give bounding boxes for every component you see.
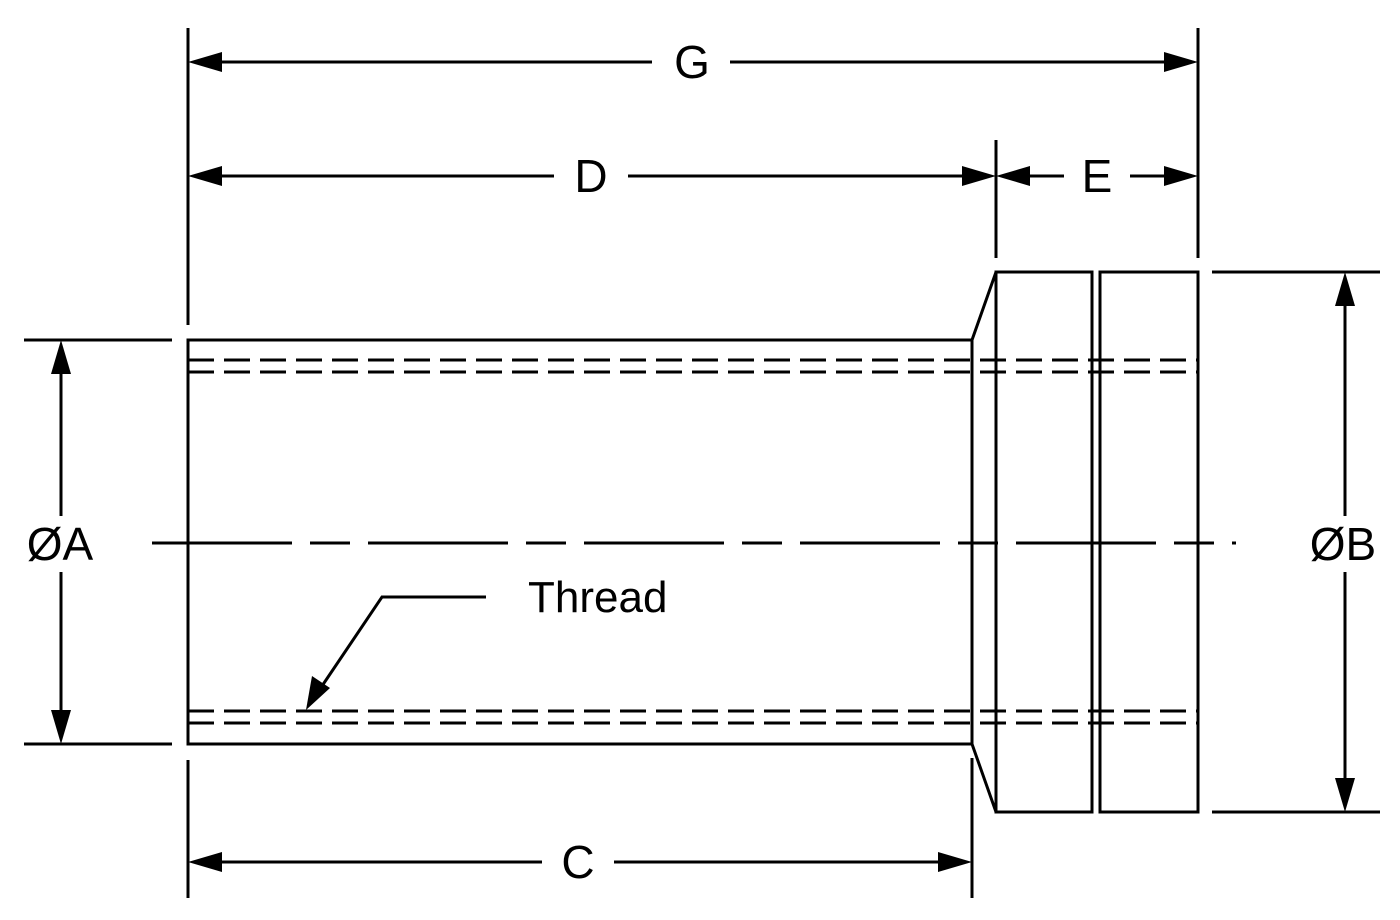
extension-lines — [24, 28, 1380, 898]
label-g: G — [674, 36, 710, 88]
arrow-a-top — [51, 340, 71, 374]
label-e: E — [1082, 150, 1113, 202]
arrow-g-right — [1164, 52, 1198, 72]
thread-callout: Thread — [306, 573, 667, 710]
dimension-b: ØB — [1310, 272, 1376, 812]
arrow-d-left — [188, 166, 222, 186]
arrow-c-left — [188, 852, 222, 872]
arrow-c-right — [938, 852, 972, 872]
label-b: ØB — [1310, 518, 1376, 570]
arrow-e-right — [1164, 166, 1198, 186]
label-c: C — [561, 836, 594, 888]
leader-line — [320, 595, 486, 687]
flange-segment-1 — [994, 270, 1094, 814]
dimension-c: C — [188, 836, 972, 888]
dimension-d: D — [188, 150, 996, 202]
arrow-g-left — [188, 52, 222, 72]
dimension-a: ØA — [27, 340, 94, 744]
arrow-e-left — [996, 166, 1030, 186]
label-d: D — [574, 150, 607, 202]
arrow-b-top — [1335, 272, 1355, 306]
arrow-a-bottom — [51, 710, 71, 744]
hidden-thread-lines — [188, 358, 1198, 725]
leader-arrow — [306, 676, 330, 710]
dimension-g: G — [188, 36, 1198, 88]
thread-label: Thread — [528, 573, 667, 622]
flange-segment-2 — [1098, 270, 1200, 814]
chamfer — [970, 271, 998, 813]
label-a: ØA — [27, 518, 94, 570]
arrow-d-right — [962, 166, 996, 186]
arrow-b-bottom — [1335, 778, 1355, 812]
dimension-e: E — [996, 150, 1198, 202]
part-outline — [186, 270, 1200, 814]
